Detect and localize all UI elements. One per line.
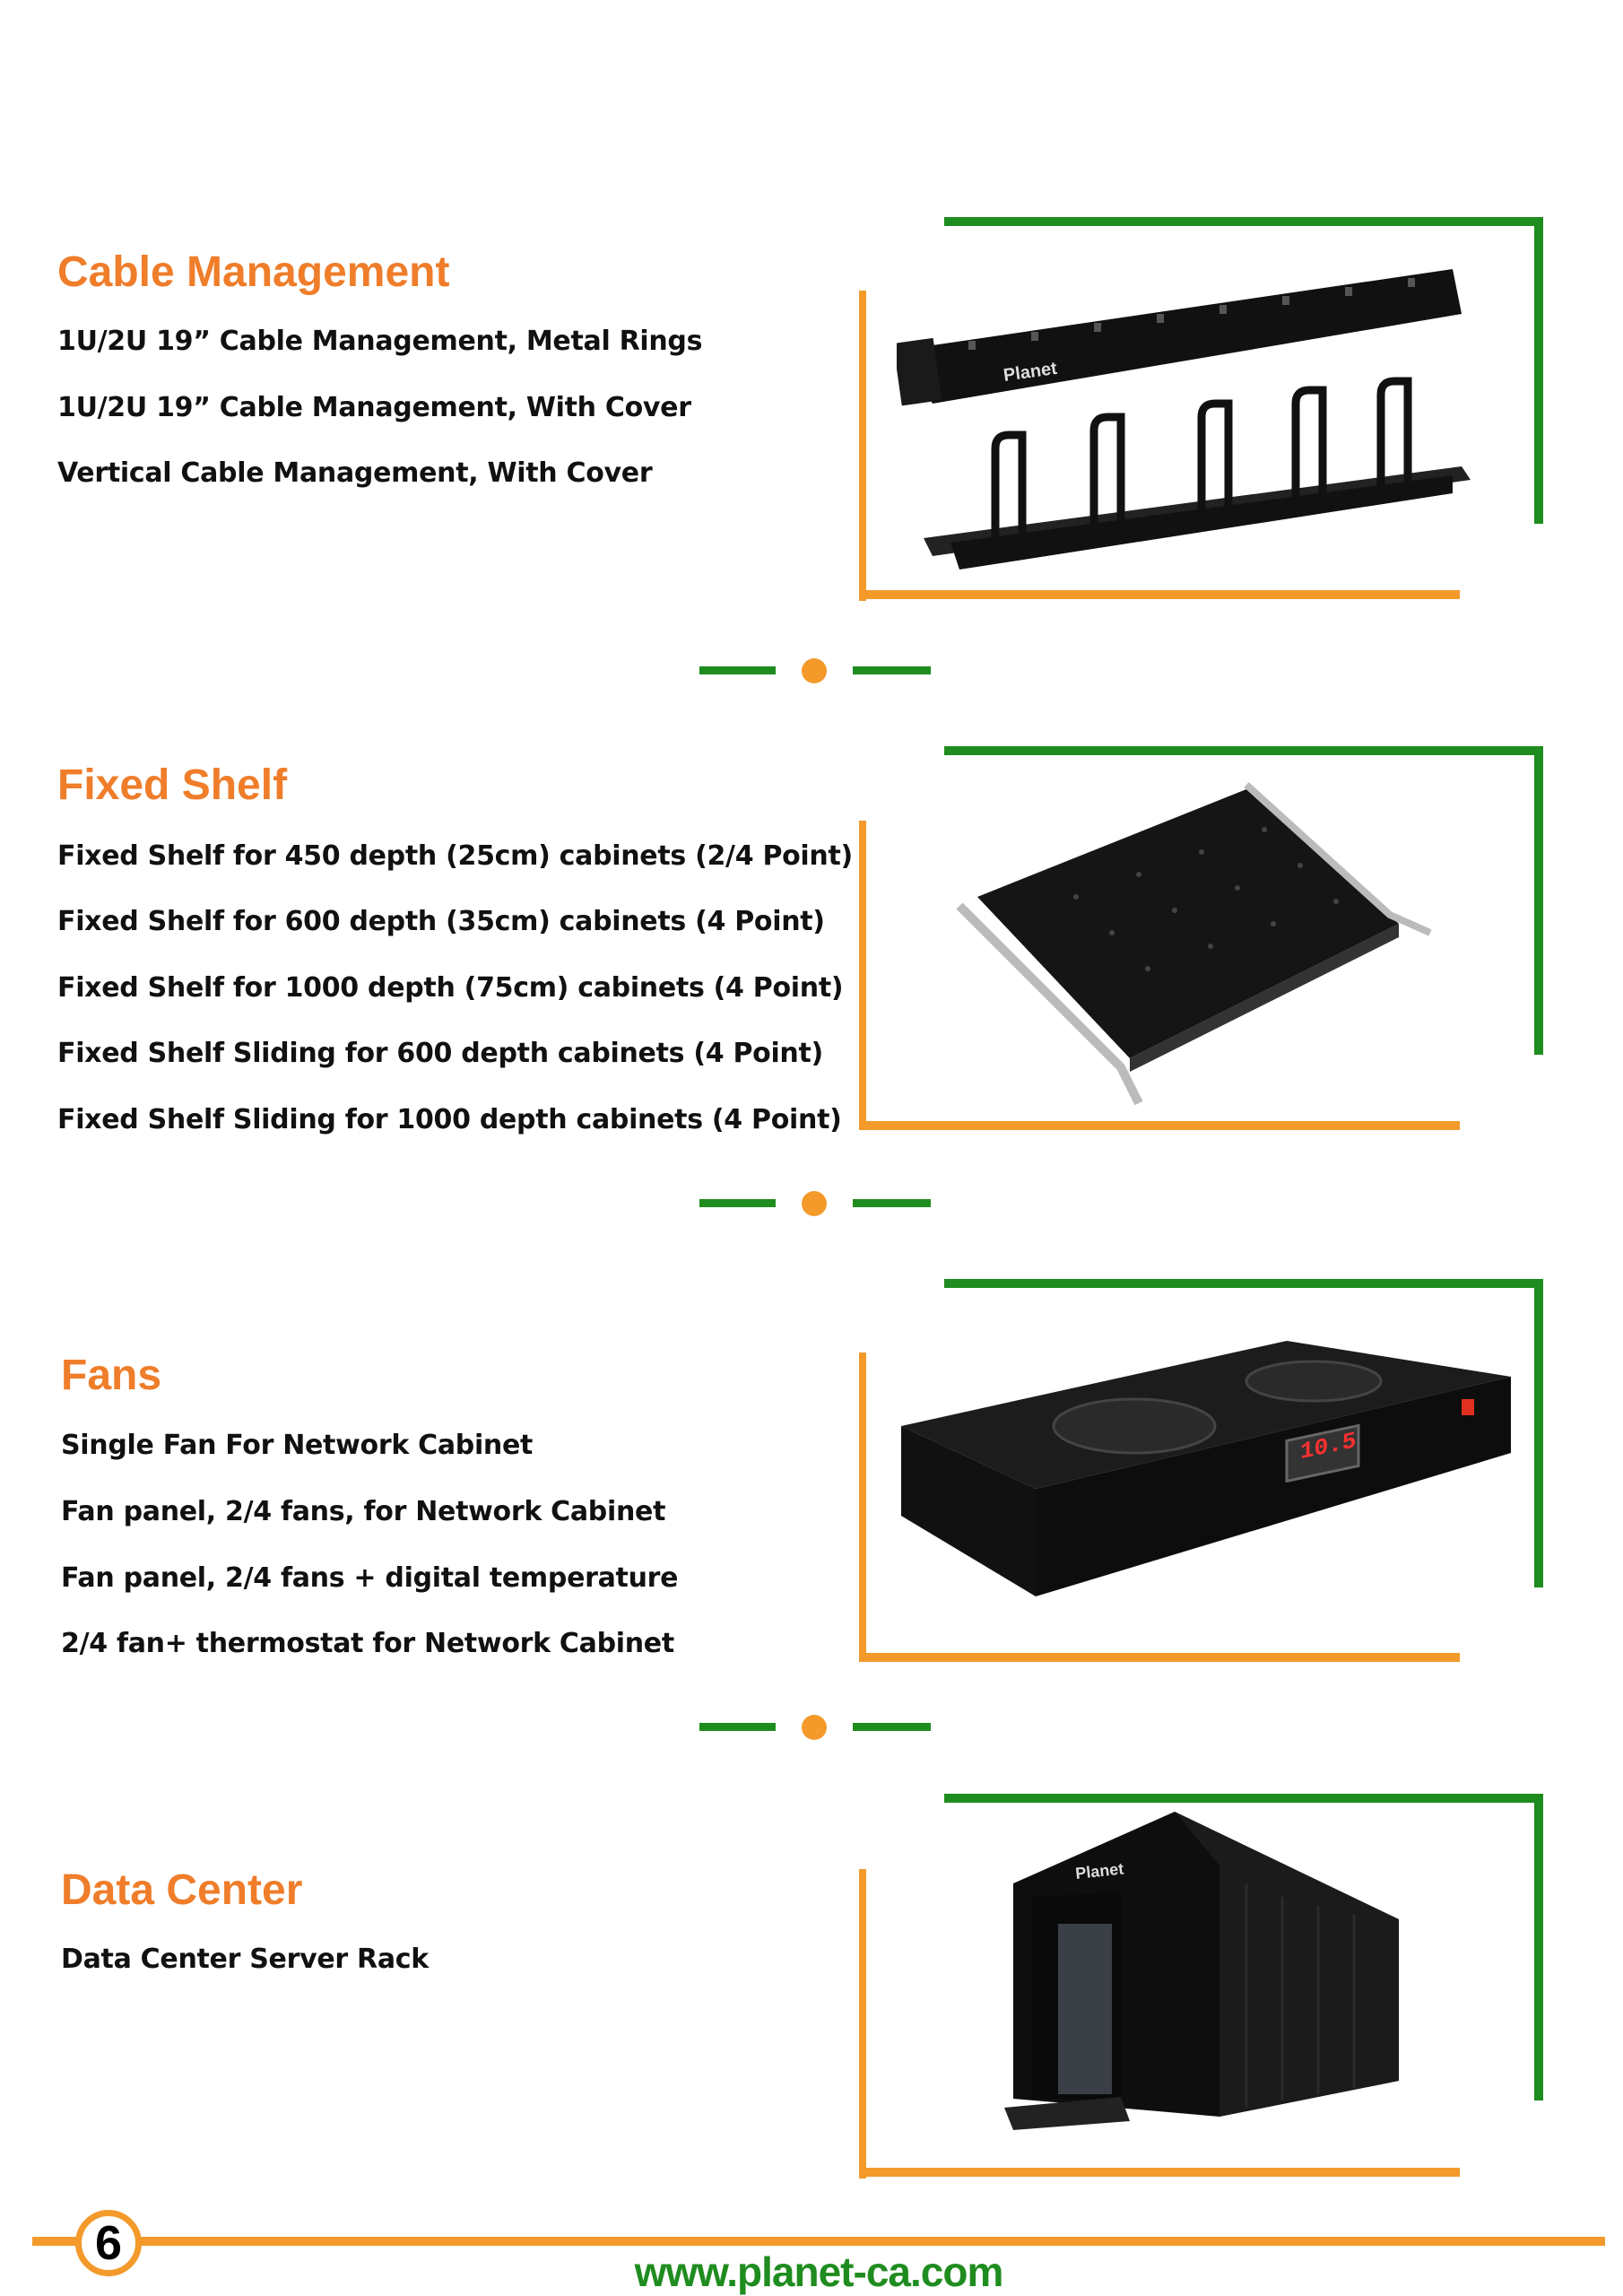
divider-line	[853, 1723, 931, 1731]
divider-line	[853, 666, 931, 674]
green-frame-side	[1534, 1794, 1543, 2100]
list-item: Fixed Shelf for 1000 depth (75cm) cabine…	[57, 972, 844, 1004]
divider-line	[853, 1199, 931, 1207]
divider-line	[699, 1723, 776, 1731]
orange-frame-bottom	[859, 1121, 1460, 1130]
green-frame-side	[1534, 746, 1543, 1055]
divider-line	[699, 1199, 776, 1207]
list-item: Fixed Shelf Sliding for 1000 depth cabin…	[57, 1104, 842, 1135]
data-center-image: Planet	[1004, 1812, 1399, 2130]
green-frame-top	[944, 217, 1543, 226]
green-frame-top	[944, 1794, 1543, 1803]
list-item: Fixed Shelf Sliding for 600 depth cabine…	[57, 1038, 823, 1069]
list-item: Fan panel, 2/4 fans + digital temperatur…	[61, 1562, 679, 1594]
orange-frame-side	[859, 821, 866, 1130]
list-item: 1U/2U 19” Cable Management, Metal Rings	[57, 326, 703, 357]
orange-frame-bottom	[859, 2168, 1460, 2177]
green-frame-side	[1534, 217, 1543, 524]
list-item: 2/4 fan+ thermostat for Network Cabinet	[61, 1628, 674, 1659]
footer-line	[32, 2237, 1605, 2246]
cable-management-image: Planet	[897, 269, 1471, 570]
fan-panel-image: 10.5	[901, 1341, 1511, 1596]
divider-dot	[802, 1715, 827, 1740]
list-item: Fixed Shelf for 450 depth (25cm) cabinet…	[57, 840, 853, 872]
divider-dot	[802, 1191, 827, 1216]
list-item: Vertical Cable Management, With Cover	[57, 457, 653, 489]
orange-frame-side	[859, 291, 866, 601]
orange-frame-side	[859, 1869, 866, 2179]
section-title-fans: Fans	[61, 1352, 162, 1399]
list-item: Fixed Shelf for 600 depth (35cm) cabinet…	[57, 906, 825, 937]
orange-frame-side	[859, 1352, 866, 1662]
green-frame-side	[1534, 1279, 1543, 1587]
list-item: Data Center Server Rack	[61, 1944, 429, 1975]
section-title-fixed-shelf: Fixed Shelf	[57, 761, 288, 809]
green-frame-top	[944, 746, 1543, 755]
website-link[interactable]: www.planet-ca.com	[634, 2248, 1004, 2295]
list-item: Fan panel, 2/4 fans, for Network Cabinet	[61, 1496, 666, 1527]
green-frame-top	[944, 1279, 1543, 1288]
section-title-cable-management: Cable Management	[57, 248, 450, 296]
list-item: 1U/2U 19” Cable Management, With Cover	[57, 392, 691, 423]
orange-frame-bottom	[859, 590, 1460, 599]
list-item: Single Fan For Network Cabinet	[61, 1430, 534, 1461]
divider-line	[699, 666, 776, 674]
divider-dot	[802, 658, 827, 683]
page-number: 6	[75, 2210, 142, 2276]
section-title-data-center: Data Center	[61, 1866, 303, 1914]
orange-frame-bottom	[859, 1653, 1460, 1662]
fixed-shelf-image	[956, 782, 1432, 1106]
